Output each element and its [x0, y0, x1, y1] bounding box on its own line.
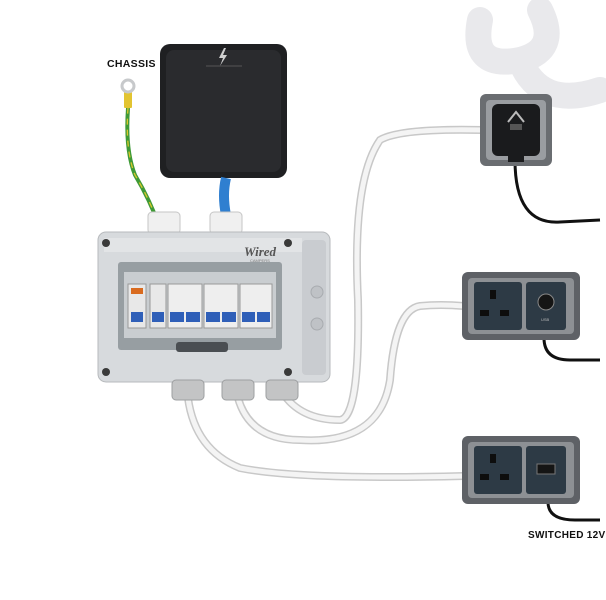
- top-cable-glands: [147, 211, 243, 235]
- watermark-swirl: [465, 0, 606, 109]
- plug-icon: [507, 110, 525, 130]
- lightning-icon: [219, 48, 227, 66]
- brand-logo: Wired: [244, 244, 277, 259]
- chassis-label: CHASSIS: [107, 58, 156, 70]
- usb-label: USB: [541, 317, 550, 322]
- cable-to-switched-socket: [184, 397, 465, 481]
- switched-socket-panel: [462, 436, 580, 504]
- bottom-cable-glands: [171, 379, 299, 401]
- usb-socket-panel: USB: [462, 272, 580, 340]
- brand-logo-sub: CAMPERS: [250, 258, 270, 263]
- ev-socket-lead: [513, 159, 601, 224]
- switched-socket-lead: [546, 501, 600, 522]
- chassis-earth-wire: [120, 78, 162, 229]
- cable-to-ev-socket: [278, 125, 485, 425]
- consumer-unit: Wired CAMPERS: [97, 231, 331, 383]
- hookup-inlet: [160, 44, 287, 178]
- hookup-cable: [219, 176, 231, 216]
- cable-to-usb-socket: [234, 301, 465, 445]
- ev-socket: [480, 94, 552, 166]
- switched-12v-label: SWITCHED 12V: [528, 530, 606, 541]
- usb-socket-lead: [542, 337, 600, 362]
